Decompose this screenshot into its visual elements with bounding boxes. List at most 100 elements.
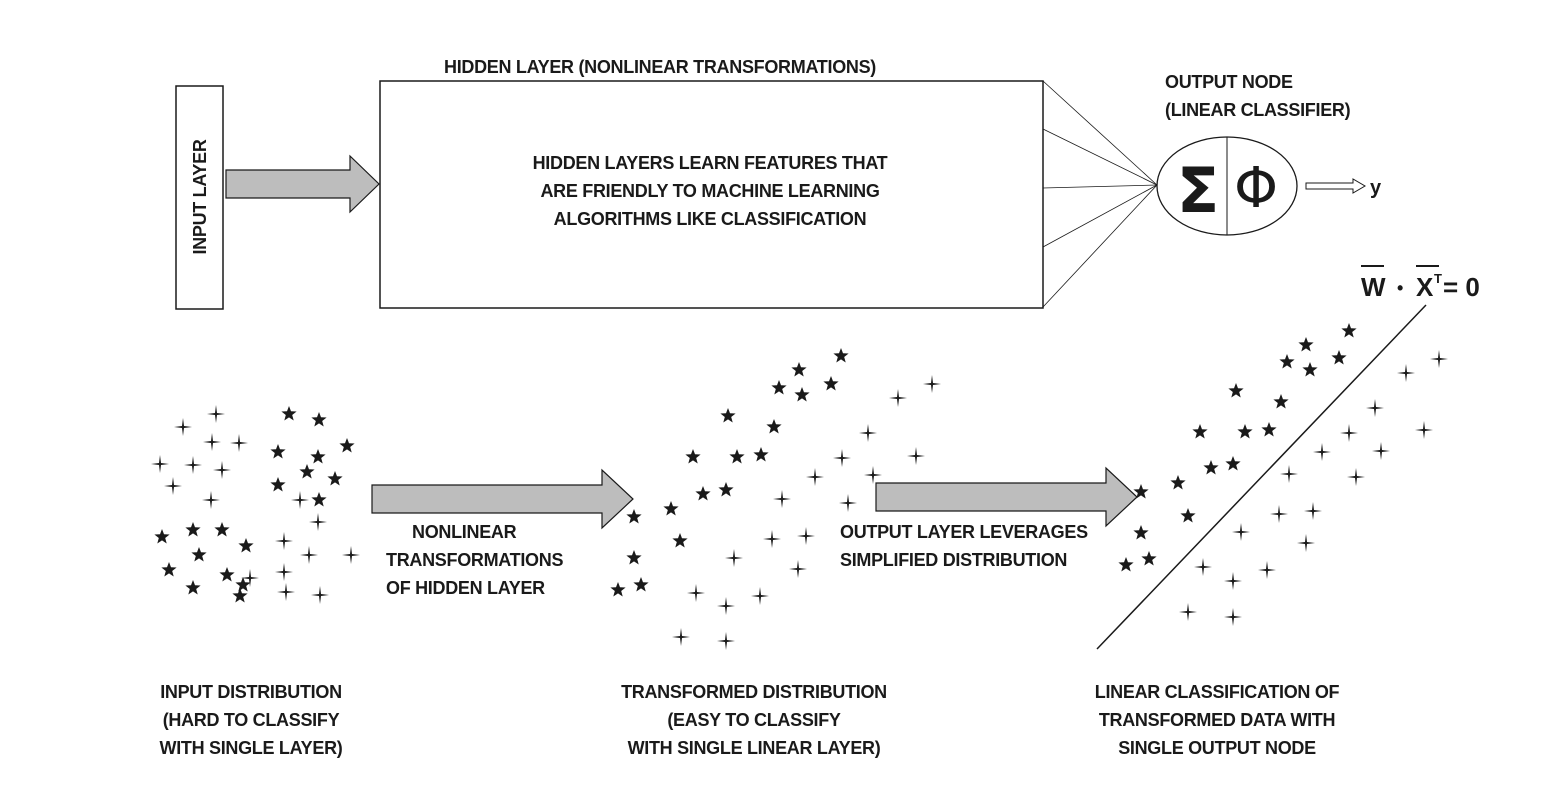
five-point-star-marker	[695, 486, 711, 501]
four-point-star-marker	[923, 375, 941, 393]
four-point-star-marker	[309, 513, 327, 531]
four-point-star-marker	[864, 466, 882, 484]
five-point-star-marker	[1302, 362, 1318, 377]
four-point-star-marker	[1397, 364, 1415, 382]
caption-line: WITH SINGLE LAYER)	[159, 738, 343, 758]
input-layer-label: INPUT LAYER	[190, 139, 210, 255]
five-point-star-marker	[794, 387, 810, 402]
four-point-star-marker	[797, 527, 815, 545]
four-point-star-marker	[203, 433, 221, 451]
four-point-star-marker	[300, 546, 318, 564]
five-point-star-marker	[610, 582, 626, 597]
five-point-star-marker	[1279, 354, 1295, 369]
hidden-to-output-connections	[1042, 80, 1158, 308]
five-point-star-marker	[235, 577, 251, 592]
four-point-star-marker	[751, 587, 769, 605]
five-point-star-marker	[1237, 424, 1253, 439]
four-point-star-marker	[1347, 468, 1365, 486]
decision-boundary-equation: W • X T = 0	[1361, 265, 1480, 302]
five-point-star-marker	[270, 444, 286, 459]
equation-rhs: = 0	[1443, 272, 1480, 302]
four-point-star-marker	[773, 490, 791, 508]
arrow-label-line: SIMPLIFIED DISTRIBUTION	[840, 550, 1068, 570]
scatter-markers	[151, 323, 1448, 650]
four-point-star-marker	[839, 494, 857, 512]
caption-line: SINGLE OUTPUT NODE	[1118, 738, 1316, 758]
input-distribution-caption: INPUT DISTRIBUTION (HARD TO CLASSIFY WIT…	[120, 678, 382, 762]
four-point-star-marker	[275, 532, 293, 550]
connection-line	[1042, 80, 1158, 186]
arrow-label-line: OF HIDDEN LAYER	[386, 578, 545, 598]
connection-line	[1042, 184, 1158, 189]
five-point-star-marker	[1180, 508, 1196, 523]
five-point-star-marker	[154, 529, 170, 544]
output-node-title-line: OUTPUT NODE	[1165, 72, 1293, 92]
five-point-star-marker	[310, 449, 326, 464]
five-point-star-marker	[823, 376, 839, 391]
four-point-star-marker	[277, 583, 295, 601]
hidden-description-line: ALGORITHMS LIKE CLASSIFICATION	[553, 209, 867, 229]
five-point-star-marker	[281, 406, 297, 421]
equation-superscript: T	[1434, 271, 1442, 286]
caption-line: (HARD TO CLASSIFY	[162, 710, 340, 730]
four-point-star-marker	[213, 461, 231, 479]
five-point-star-marker	[270, 477, 286, 492]
output-arrow	[1305, 178, 1366, 194]
four-point-star-marker	[672, 628, 690, 646]
five-point-star-marker	[161, 562, 177, 577]
equation-dot: •	[1397, 278, 1403, 298]
equation-x: X	[1416, 272, 1434, 302]
five-point-star-marker	[185, 580, 201, 595]
four-point-star-marker	[1304, 502, 1322, 520]
five-point-star-marker	[1133, 484, 1149, 499]
four-point-star-marker	[1366, 399, 1384, 417]
four-point-star-marker	[717, 597, 735, 615]
output-y-label: y	[1370, 177, 1382, 199]
five-point-star-marker	[1192, 424, 1208, 439]
caption-line: WITH SINGLE LINEAR LAYER)	[627, 738, 881, 758]
four-point-star-marker	[1372, 442, 1390, 460]
connection-line	[1042, 128, 1158, 186]
four-point-star-marker	[1415, 421, 1433, 439]
four-point-star-marker	[763, 530, 781, 548]
five-point-star-marker	[1141, 551, 1157, 566]
four-point-star-marker	[342, 546, 360, 564]
five-point-star-marker	[327, 471, 343, 486]
input-layer-box	[175, 85, 224, 310]
equation-w: W	[1361, 272, 1386, 302]
five-point-star-marker	[771, 380, 787, 395]
four-point-star-marker	[725, 549, 743, 567]
four-point-star-marker	[1297, 534, 1315, 552]
five-point-star-marker	[663, 501, 679, 516]
four-point-star-marker	[1232, 523, 1250, 541]
five-point-star-marker	[1170, 475, 1186, 490]
hidden-description-line: ARE FRIENDLY TO MACHINE LEARNING	[540, 181, 880, 201]
five-point-star-marker	[1261, 422, 1277, 437]
hidden-layer-title: HIDDEN LAYER (NONLINEAR TRANSFORMATIONS)	[444, 57, 876, 77]
four-point-star-marker	[202, 491, 220, 509]
five-point-star-marker	[232, 588, 248, 603]
four-point-star-marker	[207, 405, 225, 423]
sum-symbol: Σ	[1177, 154, 1219, 227]
caption-line: TRANSFORMED DATA WITH	[1098, 710, 1336, 730]
four-point-star-marker	[184, 456, 202, 474]
five-point-star-marker	[311, 412, 327, 427]
linear-classification-caption: LINEAR CLASSIFICATION OF TRANSFORMED DAT…	[1062, 678, 1372, 762]
arrow-label-line: OUTPUT LAYER LEVERAGES	[840, 522, 1088, 542]
four-point-star-marker	[230, 434, 248, 452]
four-point-star-marker	[1179, 603, 1197, 621]
five-point-star-marker	[718, 482, 734, 497]
hidden-layer-box	[379, 80, 1044, 309]
four-point-star-marker	[311, 586, 329, 604]
five-point-star-marker	[1225, 456, 1241, 471]
activation-symbol: Φ	[1234, 156, 1278, 221]
four-point-star-marker	[1258, 561, 1276, 579]
four-point-star-marker	[1430, 350, 1448, 368]
five-point-star-marker	[833, 348, 849, 363]
four-point-star-marker	[907, 447, 925, 465]
five-point-star-marker	[214, 522, 230, 537]
five-point-star-marker	[791, 362, 807, 377]
four-point-star-marker	[1224, 608, 1242, 626]
four-point-star-marker	[806, 468, 824, 486]
